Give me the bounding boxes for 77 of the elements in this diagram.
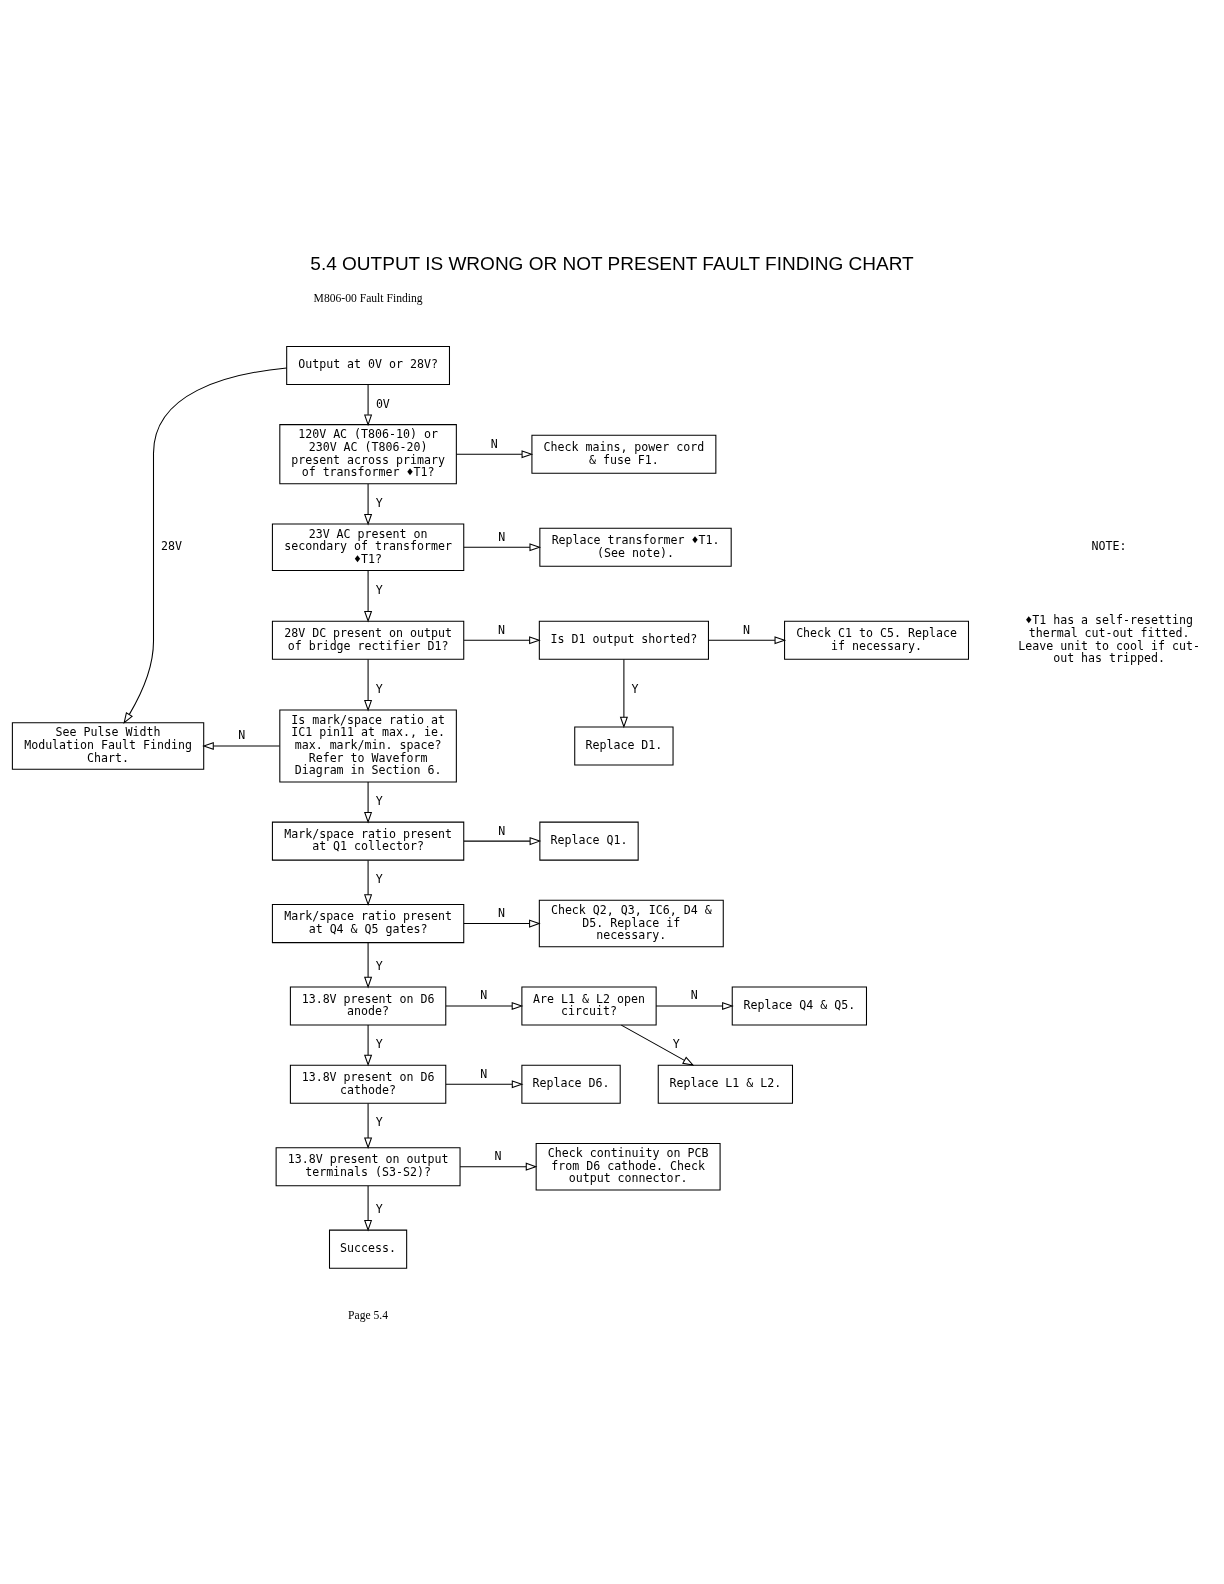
arrow	[364, 658, 373, 712]
arrow	[364, 780, 373, 824]
node-box: Is D1 output shorted?	[538, 620, 709, 660]
arrow	[364, 859, 373, 906]
arrow	[364, 1024, 373, 1066]
label: NOTE:	[1091, 538, 1127, 553]
arrow	[364, 483, 373, 526]
arrow	[364, 941, 373, 988]
node-box: 13.8V present on D6 cathode?	[289, 1064, 447, 1104]
node-box: Replace L1 & L2.	[657, 1064, 793, 1104]
node-box: Replace D6.	[521, 1064, 621, 1104]
node-box: 120V AC (T806-10) or 230V AC (T806-20) present across primary of transformer ♦T1?	[279, 423, 457, 484]
edge-label: Y	[375, 1114, 383, 1129]
node-box: Mark/space ratio present at Q1 collector?	[271, 821, 465, 861]
arrow	[364, 1184, 373, 1232]
arrow	[364, 1102, 373, 1149]
edge-label: N	[490, 436, 498, 451]
node-box: See Pulse Width Modulation Fault Finding Chart.	[11, 721, 205, 770]
label: ♦T1 has a self-resetting thermal cut-out fitted. Leave unit to cool if cut-out has tripped.	[1018, 612, 1200, 665]
arrow	[463, 542, 542, 551]
edge-label: N	[498, 529, 506, 544]
edge-label: Y	[375, 681, 383, 696]
arrow	[619, 658, 628, 728]
edge-label: Y	[375, 1036, 383, 1051]
edge-label: Y	[375, 871, 383, 886]
node-box: Replace transformer ♦T1. (See note).	[539, 527, 732, 567]
node-box: Is mark/space ratio at IC1 pin11 at max., ie. max. mark/min. space? Refer to Waveform Diagram in Section 6.	[279, 709, 457, 782]
edge-label: N	[690, 987, 698, 1002]
edge-label: Y	[375, 793, 383, 808]
arrow	[123, 366, 288, 724]
node-box: Success.	[328, 1229, 408, 1269]
edge-label: 28V	[160, 538, 182, 553]
edge-label: N	[743, 622, 751, 637]
node-box: 13.8V present on D6 anode?	[289, 985, 447, 1026]
arrow	[455, 449, 534, 458]
edge-label: Y	[375, 495, 383, 510]
edge-label: N	[498, 823, 506, 838]
arrow	[620, 1024, 695, 1066]
diagram-title: 5.4 OUTPUT IS WRONG OR NOT PRESENT FAULT FINDING CHART	[310, 252, 914, 274]
node-box: Are L1 & L2 open circuit?	[521, 985, 657, 1026]
arrow	[655, 1001, 734, 1010]
node-box: Replace Q1.	[539, 821, 639, 861]
arrow	[459, 1162, 538, 1171]
node-box: Output at 0V or 28V?	[286, 345, 450, 385]
node-box: Check continuity on PCB from D6 cathode. Check output connector.	[535, 1142, 721, 1190]
arrow	[463, 635, 541, 644]
edge-label: N	[498, 905, 506, 920]
node-box: 13.8V present on output terminals (S3-S2)?	[275, 1146, 461, 1186]
label: M806-00 Fault Finding	[313, 291, 423, 305]
arrow	[364, 383, 373, 426]
edge-label: N	[494, 1148, 502, 1163]
arrow	[463, 919, 541, 928]
arrow	[463, 836, 542, 845]
label: Page 5.4	[348, 1308, 389, 1322]
node-box: 23V AC present on secondary of transformer ♦T1?	[271, 523, 465, 571]
edge-label: Y	[375, 582, 383, 597]
node-box: Replace Q4 & Q5.	[731, 985, 867, 1026]
edge-label: Y	[375, 1201, 383, 1216]
arrow	[202, 741, 280, 750]
node-box: Check Q2, Q3, IC6, D4 & D5. Replace if necessary.	[538, 899, 724, 947]
edge-label: N	[480, 1066, 488, 1081]
node-box: 28V DC present on output of bridge rectifier D1?	[271, 620, 465, 660]
edge-label: Y	[631, 681, 639, 696]
edge-label: N	[498, 622, 506, 637]
node-box: Mark/space ratio present at Q4 & Q5 gates?	[271, 903, 465, 943]
edge-label: N	[480, 987, 488, 1002]
edge-label: Y	[375, 958, 383, 973]
arrow	[364, 569, 373, 623]
node-box: Check C1 to C5. Replace if necessary.	[784, 620, 969, 660]
edge-label: Y	[672, 1036, 680, 1051]
edge-label: 0V	[375, 396, 390, 411]
arrow	[445, 1001, 524, 1010]
arrow	[445, 1079, 524, 1088]
edge-label: N	[238, 727, 246, 742]
node-box: Check mains, power cord & fuse F1.	[531, 434, 717, 474]
node-box: Replace D1.	[574, 725, 674, 766]
arrow	[708, 635, 787, 644]
